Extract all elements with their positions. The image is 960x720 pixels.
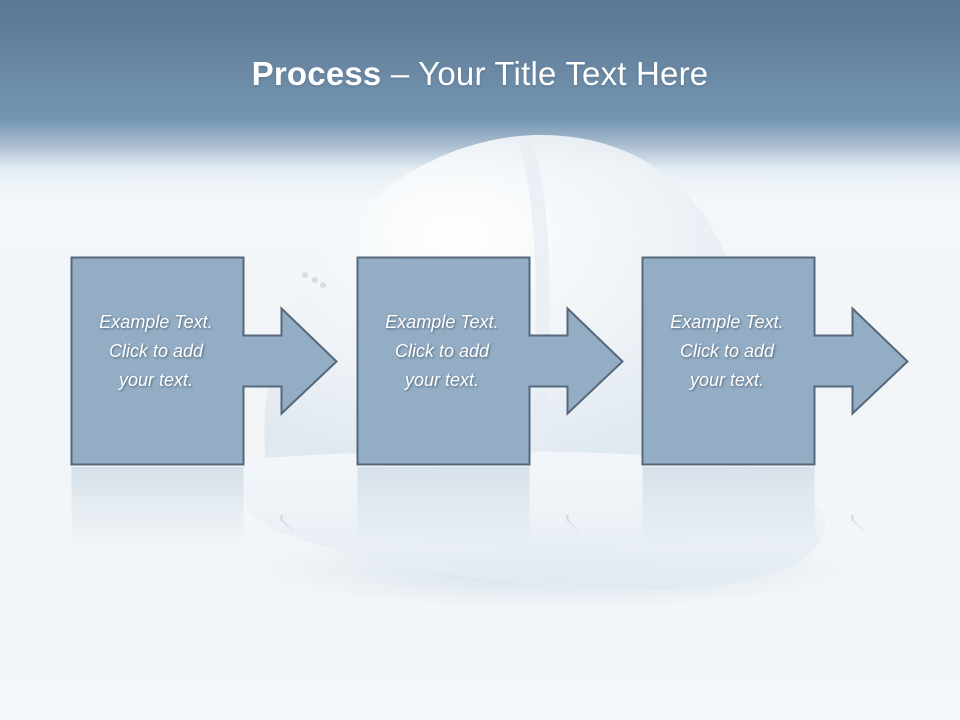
process-step-3[interactable]: Example Text. Click to add your text. [641,256,921,476]
step-text: Example Text. Click to add your text. [670,312,784,390]
steps-reflection [70,467,867,545]
title-bold: Process [251,55,382,92]
step-text: Example Text. Click to add your text. [385,312,499,390]
title-rest: – Your Title Text Here [381,55,709,92]
slide-title[interactable]: Process – Your Title Text Here [0,52,960,96]
arrow-right-icon [356,256,624,466]
step-text: Example Text. Click to add your text. [99,312,213,390]
process-step-1[interactable]: Example Text. Click to add your text. [70,256,350,476]
arrow-right-icon [641,256,909,466]
process-step-2[interactable]: Example Text. Click to add your text. [356,256,636,476]
arrow-right-icon [70,256,338,466]
